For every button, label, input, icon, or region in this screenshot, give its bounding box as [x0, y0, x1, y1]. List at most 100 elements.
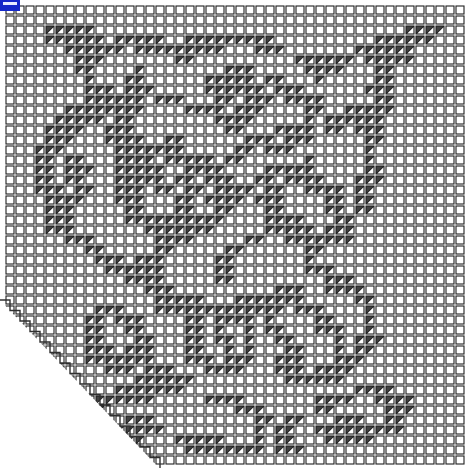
- open-mesh: [376, 236, 384, 244]
- open-mesh: [436, 456, 444, 464]
- open-mesh: [356, 166, 364, 174]
- open-mesh: [256, 146, 264, 154]
- open-mesh: [146, 126, 154, 134]
- open-mesh: [56, 176, 64, 184]
- open-mesh: [96, 126, 104, 134]
- open-mesh: [366, 216, 374, 224]
- open-mesh: [316, 166, 324, 174]
- open-mesh: [176, 286, 184, 294]
- open-mesh: [306, 406, 314, 414]
- open-mesh: [396, 166, 404, 174]
- open-mesh: [206, 206, 214, 214]
- open-mesh: [46, 296, 54, 304]
- open-mesh: [446, 96, 454, 104]
- open-mesh: [456, 126, 464, 134]
- open-mesh: [6, 46, 14, 54]
- open-mesh: [156, 66, 164, 74]
- open-mesh: [376, 256, 384, 264]
- open-mesh: [196, 276, 204, 284]
- open-mesh: [276, 66, 284, 74]
- open-mesh: [86, 376, 94, 384]
- open-mesh: [386, 6, 394, 14]
- open-mesh: [266, 236, 274, 244]
- open-mesh: [16, 126, 24, 134]
- open-mesh: [416, 16, 424, 24]
- open-mesh: [396, 346, 404, 354]
- open-mesh: [16, 56, 24, 64]
- open-mesh: [296, 186, 304, 194]
- open-mesh: [226, 166, 234, 174]
- open-mesh: [266, 156, 274, 164]
- open-mesh: [426, 216, 434, 224]
- open-mesh: [236, 456, 244, 464]
- open-mesh: [336, 96, 344, 104]
- open-mesh: [386, 226, 394, 234]
- open-mesh: [36, 236, 44, 244]
- open-mesh: [206, 266, 214, 274]
- open-mesh: [456, 446, 464, 454]
- open-mesh: [236, 46, 244, 54]
- open-mesh: [316, 116, 324, 124]
- open-mesh: [396, 226, 404, 234]
- open-mesh: [426, 296, 434, 304]
- open-mesh: [396, 106, 404, 114]
- open-mesh: [456, 46, 464, 54]
- open-mesh: [166, 106, 174, 114]
- open-mesh: [346, 456, 354, 464]
- open-mesh: [276, 106, 284, 114]
- open-mesh: [26, 146, 34, 154]
- open-mesh: [376, 446, 384, 454]
- open-mesh: [126, 376, 134, 384]
- open-mesh: [376, 406, 384, 414]
- open-mesh: [286, 316, 294, 324]
- open-mesh: [216, 16, 224, 24]
- open-mesh: [326, 216, 334, 224]
- open-mesh: [406, 226, 414, 234]
- open-mesh: [106, 276, 114, 284]
- open-mesh: [256, 76, 264, 84]
- open-mesh: [106, 296, 114, 304]
- open-mesh: [86, 216, 94, 224]
- open-mesh: [446, 266, 454, 274]
- open-mesh: [426, 426, 434, 434]
- open-mesh: [206, 256, 214, 264]
- open-mesh: [456, 86, 464, 94]
- open-mesh: [396, 156, 404, 164]
- open-mesh: [436, 46, 444, 54]
- open-mesh: [156, 76, 164, 84]
- open-mesh: [256, 116, 264, 124]
- open-mesh: [66, 266, 74, 274]
- open-mesh: [106, 36, 114, 44]
- open-mesh: [436, 86, 444, 94]
- open-mesh: [196, 146, 204, 154]
- open-mesh: [196, 26, 204, 34]
- open-mesh: [236, 386, 244, 394]
- open-mesh: [106, 196, 114, 204]
- open-mesh: [276, 456, 284, 464]
- open-mesh: [246, 126, 254, 134]
- open-mesh: [56, 256, 64, 264]
- open-mesh: [416, 6, 424, 14]
- open-mesh: [186, 126, 194, 134]
- open-mesh: [276, 96, 284, 104]
- open-mesh: [296, 206, 304, 214]
- open-mesh: [446, 156, 454, 164]
- open-mesh: [396, 176, 404, 184]
- open-mesh: [146, 326, 154, 334]
- open-mesh: [246, 16, 254, 24]
- open-mesh: [26, 76, 34, 84]
- open-mesh: [396, 436, 404, 444]
- open-mesh: [116, 86, 124, 94]
- open-mesh: [396, 206, 404, 214]
- open-mesh: [396, 246, 404, 254]
- open-mesh: [76, 16, 84, 24]
- open-mesh: [66, 326, 74, 334]
- open-mesh: [16, 96, 24, 104]
- open-mesh: [436, 446, 444, 454]
- open-mesh: [56, 316, 64, 324]
- open-mesh: [426, 326, 434, 334]
- open-mesh: [226, 426, 234, 434]
- open-mesh: [176, 26, 184, 34]
- open-mesh: [26, 306, 34, 314]
- open-mesh: [256, 286, 264, 294]
